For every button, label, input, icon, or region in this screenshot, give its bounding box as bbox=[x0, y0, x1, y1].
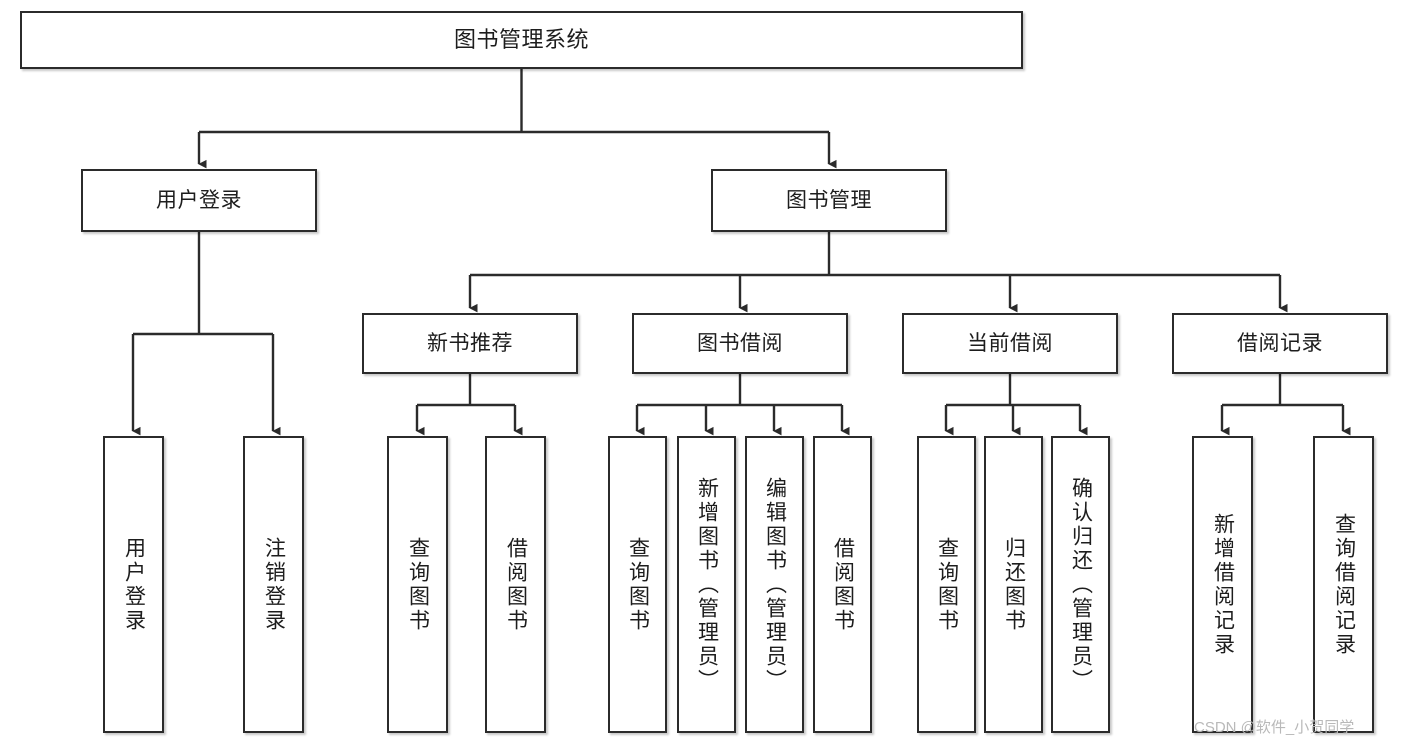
leaf-confirm-return-admin[interactable]: 确认归还（管理员） bbox=[1051, 436, 1110, 733]
node-book-borrowing[interactable]: 图书借阅 bbox=[632, 313, 848, 374]
node-label: 用户登录 bbox=[122, 536, 146, 633]
node-label: 查询借阅记录 bbox=[1332, 512, 1356, 657]
node-current-borrowing[interactable]: 当前借阅 bbox=[902, 313, 1118, 374]
node-user-login[interactable]: 用户登录 bbox=[81, 169, 317, 232]
node-label: 图书管理系统 bbox=[453, 26, 589, 52]
node-label: 用户登录 bbox=[156, 188, 242, 212]
node-label: 图书借阅 bbox=[697, 331, 783, 355]
leaf-borrow-book[interactable]: 借阅图书 bbox=[813, 436, 872, 733]
leaf-query-book-borrow[interactable]: 查询图书 bbox=[608, 436, 667, 733]
node-label: 归还图书 bbox=[1002, 536, 1026, 633]
node-label: 图书管理 bbox=[786, 188, 872, 212]
leaf-user-login[interactable]: 用户登录 bbox=[103, 436, 164, 733]
node-new-book-recommendation[interactable]: 新书推荐 bbox=[362, 313, 578, 374]
leaf-return-book[interactable]: 归还图书 bbox=[984, 436, 1043, 733]
leaf-add-borrow-record[interactable]: 新增借阅记录 bbox=[1192, 436, 1253, 733]
node-label: 新增借阅记录 bbox=[1211, 512, 1235, 657]
node-label: 注销登录 bbox=[262, 536, 286, 633]
leaf-query-book-current[interactable]: 查询图书 bbox=[917, 436, 976, 733]
node-label: 新增图书（管理员） bbox=[695, 476, 719, 693]
node-label: 新书推荐 bbox=[427, 331, 513, 355]
node-label: 查询图书 bbox=[935, 536, 959, 633]
node-borrowing-record[interactable]: 借阅记录 bbox=[1172, 313, 1388, 374]
node-label: 借阅图书 bbox=[831, 536, 855, 633]
node-label: 当前借阅 bbox=[967, 331, 1053, 355]
node-label: 借阅图书 bbox=[504, 536, 528, 633]
leaf-logout[interactable]: 注销登录 bbox=[243, 436, 304, 733]
node-root-book-management-system[interactable]: 图书管理系统 bbox=[20, 11, 1023, 69]
leaf-query-borrow-record[interactable]: 查询借阅记录 bbox=[1313, 436, 1374, 733]
node-book-management[interactable]: 图书管理 bbox=[711, 169, 947, 232]
node-label: 编辑图书（管理员） bbox=[763, 476, 787, 693]
leaf-borrow-book-new[interactable]: 借阅图书 bbox=[485, 436, 546, 733]
leaf-query-book-new[interactable]: 查询图书 bbox=[387, 436, 448, 733]
node-label: 借阅记录 bbox=[1237, 331, 1323, 355]
leaf-edit-book-admin[interactable]: 编辑图书（管理员） bbox=[745, 436, 804, 733]
leaf-add-book-admin[interactable]: 新增图书（管理员） bbox=[677, 436, 736, 733]
node-label: 查询图书 bbox=[626, 536, 650, 633]
node-label: 确认归还（管理员） bbox=[1069, 476, 1093, 693]
node-label: 查询图书 bbox=[406, 536, 430, 633]
